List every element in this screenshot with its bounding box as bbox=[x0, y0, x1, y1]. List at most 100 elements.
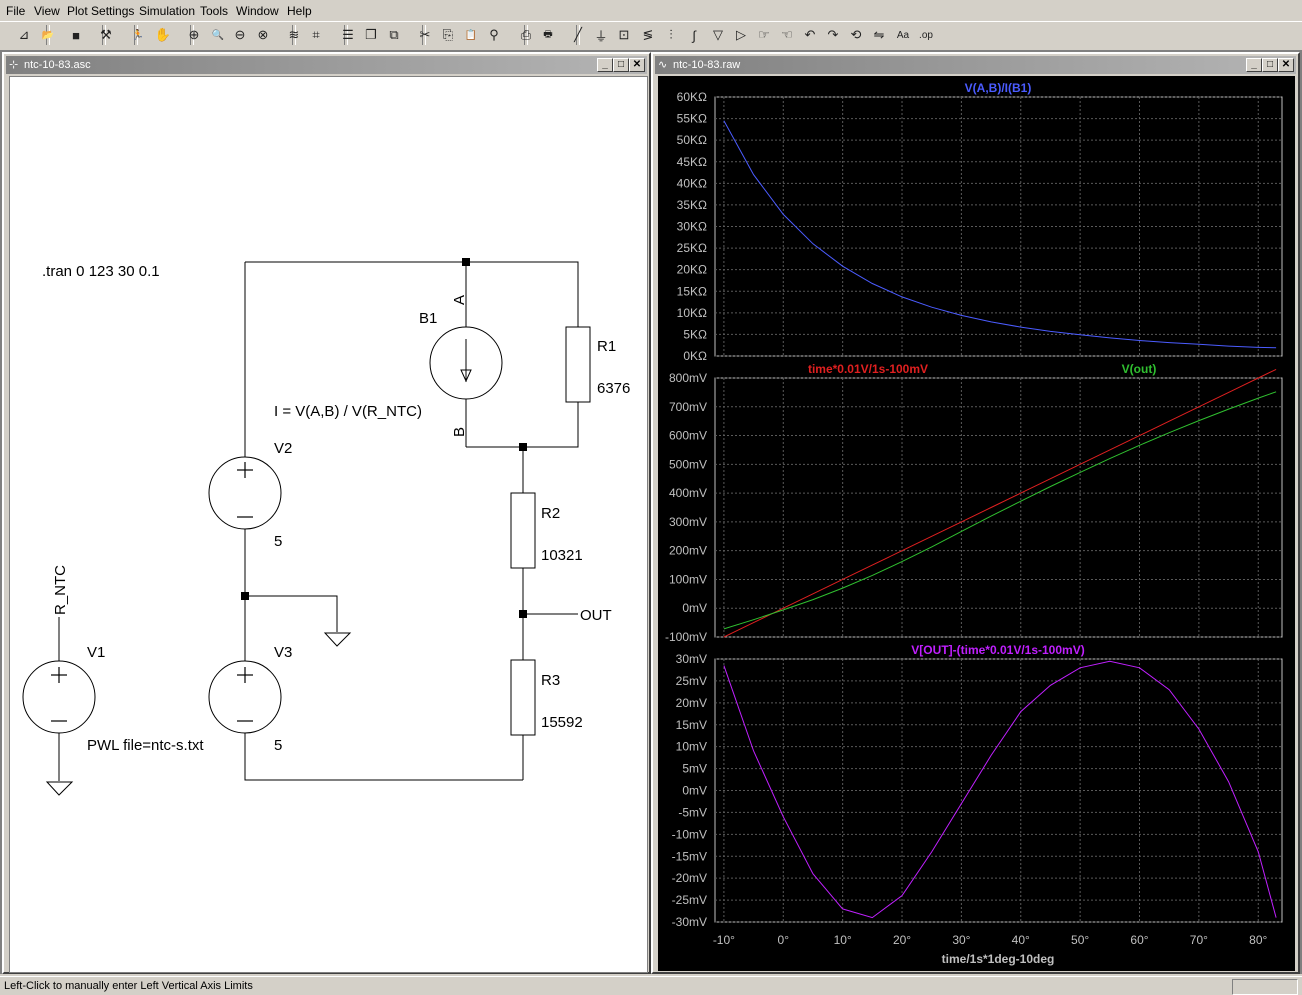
move-icon[interactable]: ☞ bbox=[758, 27, 770, 42]
y-tick-label[interactable]: 25KΩ bbox=[677, 241, 707, 255]
paste-icon[interactable]: 📋 bbox=[464, 29, 478, 41]
ground-icon[interactable]: ⏚ bbox=[594, 28, 608, 44]
zoom-out-icon[interactable]: ⊖ bbox=[234, 27, 246, 42]
net-rntc-label[interactable]: R_NTC bbox=[52, 565, 69, 615]
v2-value[interactable]: 5 bbox=[274, 533, 282, 550]
x-axis-label[interactable]: time/1s*1deg-10deg bbox=[942, 952, 1055, 966]
zoom-cancel-icon[interactable]: ⊗ bbox=[257, 27, 269, 42]
maximize-button[interactable]: □ bbox=[1262, 58, 1278, 72]
label-net-icon[interactable]: ⊡ bbox=[618, 27, 630, 42]
y-tick-label[interactable]: 40KΩ bbox=[677, 176, 707, 190]
cascade-icon[interactable]: ❐ bbox=[365, 27, 377, 42]
r1-label[interactable]: R1 bbox=[597, 338, 616, 355]
close-button[interactable]: ✕ bbox=[629, 58, 645, 72]
spice-directive-icon[interactable]: .op bbox=[919, 29, 933, 41]
x-tick-label[interactable]: -10° bbox=[713, 933, 735, 947]
r3-label[interactable]: R3 bbox=[541, 672, 560, 689]
trace-v-a-b-i-b1-[interactable] bbox=[723, 120, 1277, 349]
v3-value[interactable]: 5 bbox=[274, 737, 282, 754]
pan-icon[interactable]: ✋ bbox=[154, 27, 172, 42]
close-button[interactable]: ✕ bbox=[1278, 58, 1294, 72]
y-tick-label[interactable]: 30KΩ bbox=[677, 220, 707, 234]
x-tick-label[interactable]: 50° bbox=[1071, 933, 1089, 947]
menu-help[interactable]: Help bbox=[287, 4, 312, 18]
v1-label[interactable]: V1 bbox=[87, 644, 105, 661]
y-tick-label[interactable]: -25mV bbox=[672, 893, 707, 907]
menu-window[interactable]: Window bbox=[236, 4, 279, 18]
x-tick-label[interactable]: 60° bbox=[1130, 933, 1148, 947]
redo-icon[interactable]: ↷ bbox=[827, 27, 839, 42]
trace-label[interactable]: V(A,B)/I(B1) bbox=[965, 81, 1032, 95]
y-tick-label[interactable]: 400mV bbox=[669, 486, 707, 500]
b1-label[interactable]: B1 bbox=[419, 310, 437, 327]
schematic-svg[interactable]: .tran 0 123 30 0.1 B1 I = V(A,B) / V(R_N… bbox=[10, 77, 647, 972]
y-tick-label[interactable]: 10KΩ bbox=[677, 306, 707, 320]
net-out-label[interactable]: OUT bbox=[580, 607, 612, 624]
y-tick-label[interactable]: 45KΩ bbox=[677, 155, 707, 169]
y-tick-label[interactable]: 5KΩ bbox=[683, 327, 707, 341]
trace-label-green[interactable]: V(out) bbox=[1122, 362, 1157, 376]
x-tick-label[interactable]: 80° bbox=[1249, 933, 1267, 947]
y-tick-label[interactable]: 20KΩ bbox=[677, 263, 707, 277]
v3-label[interactable]: V3 bbox=[274, 644, 292, 661]
inductor-icon[interactable]: ∫ bbox=[692, 27, 696, 43]
rotate-icon[interactable]: ⟲ bbox=[850, 27, 862, 42]
maximize-button[interactable]: □ bbox=[613, 58, 629, 72]
wire-icon[interactable]: ╱ bbox=[574, 27, 582, 42]
y-tick-label[interactable]: 30mV bbox=[676, 652, 707, 666]
copy-icon[interactable]: ⎘ bbox=[442, 27, 454, 42]
text-icon[interactable]: Aa bbox=[896, 29, 910, 41]
tran-directive[interactable]: .tran 0 123 30 0.1 bbox=[42, 263, 160, 280]
schematic-titlebar[interactable]: ⊹ ntc-10-83.asc _ □ ✕ bbox=[6, 56, 647, 74]
y-tick-label[interactable]: 55KΩ bbox=[677, 112, 707, 126]
trace-label-red[interactable]: time*0.01V/1s-100mV bbox=[808, 362, 928, 376]
y-tick-label[interactable]: -100mV bbox=[665, 630, 707, 644]
capacitor-icon[interactable]: ⫶ bbox=[669, 27, 673, 42]
schematic-canvas[interactable]: .tran 0 123 30 0.1 B1 I = V(A,B) / V(R_N… bbox=[9, 76, 648, 973]
waveform-titlebar[interactable]: ∿ ntc-10-83.raw _ □ ✕ bbox=[655, 56, 1296, 74]
y-tick-label[interactable]: -15mV bbox=[672, 849, 707, 863]
cut-icon[interactable]: ✂ bbox=[419, 27, 431, 42]
y-tick-label[interactable]: 500mV bbox=[669, 457, 707, 471]
new-schematic-icon[interactable]: ⊿ bbox=[18, 27, 30, 42]
control-panel-icon[interactable]: ⚒ bbox=[100, 27, 112, 42]
tile-vertical-icon[interactable]: ⧉ bbox=[389, 27, 399, 42]
waveform-plot[interactable]: 60KΩ55KΩ50KΩ45KΩ40KΩ35KΩ30KΩ25KΩ20KΩ15KΩ… bbox=[658, 76, 1295, 971]
minimize-button[interactable]: _ bbox=[1246, 58, 1262, 72]
trace-v-out-[interactable] bbox=[723, 391, 1277, 630]
y-tick-label[interactable]: 0mV bbox=[682, 601, 707, 615]
diode-icon[interactable]: ▽ bbox=[713, 27, 723, 42]
b1-expression[interactable]: I = V(A,B) / V(R_NTC) bbox=[274, 403, 422, 420]
y-tick-label[interactable]: 20mV bbox=[676, 696, 707, 710]
y-tick-label[interactable]: 700mV bbox=[669, 400, 707, 414]
trace-time-0-01v-1s-100mv[interactable] bbox=[723, 368, 1277, 638]
resistor-icon[interactable]: ≶ bbox=[642, 27, 654, 42]
save-icon[interactable]: ■ bbox=[72, 27, 80, 43]
find-icon[interactable]: ⚲ bbox=[489, 27, 499, 42]
y-tick-label[interactable]: 300mV bbox=[669, 515, 707, 529]
autorange-icon[interactable]: ≋ bbox=[288, 27, 300, 42]
v2-label[interactable]: V2 bbox=[274, 440, 292, 457]
x-tick-label[interactable]: 40° bbox=[1012, 933, 1030, 947]
r2-label[interactable]: R2 bbox=[541, 505, 560, 522]
y-tick-label[interactable]: 600mV bbox=[669, 429, 707, 443]
y-tick-label[interactable]: -20mV bbox=[672, 871, 707, 885]
plot-pane-frame[interactable] bbox=[714, 377, 1283, 638]
y-tick-label[interactable]: -30mV bbox=[672, 915, 707, 929]
menu-tools[interactable]: Tools bbox=[200, 4, 229, 18]
y-tick-label[interactable]: 10mV bbox=[676, 740, 707, 754]
x-tick-label[interactable]: 20° bbox=[893, 933, 911, 947]
x-tick-label[interactable]: 30° bbox=[952, 933, 970, 947]
menu-simulation[interactable]: Simulation bbox=[139, 4, 196, 18]
tile-horizontal-icon[interactable]: ☰ bbox=[342, 27, 354, 42]
y-tick-label[interactable]: 100mV bbox=[669, 572, 707, 586]
v1-value[interactable]: PWL file=ntc-s.txt bbox=[87, 737, 204, 754]
x-tick-label[interactable]: 0° bbox=[778, 933, 790, 947]
print-icon[interactable]: 🖶 bbox=[543, 28, 553, 40]
y-tick-label[interactable]: 50KΩ bbox=[677, 133, 707, 147]
y-tick-label[interactable]: 60KΩ bbox=[677, 90, 707, 104]
y-tick-label[interactable]: -5mV bbox=[678, 805, 707, 819]
cursor-icon[interactable]: ⌗ bbox=[312, 27, 320, 42]
y-tick-label[interactable]: 0KΩ bbox=[683, 349, 707, 363]
x-tick-label[interactable]: 10° bbox=[834, 933, 852, 947]
